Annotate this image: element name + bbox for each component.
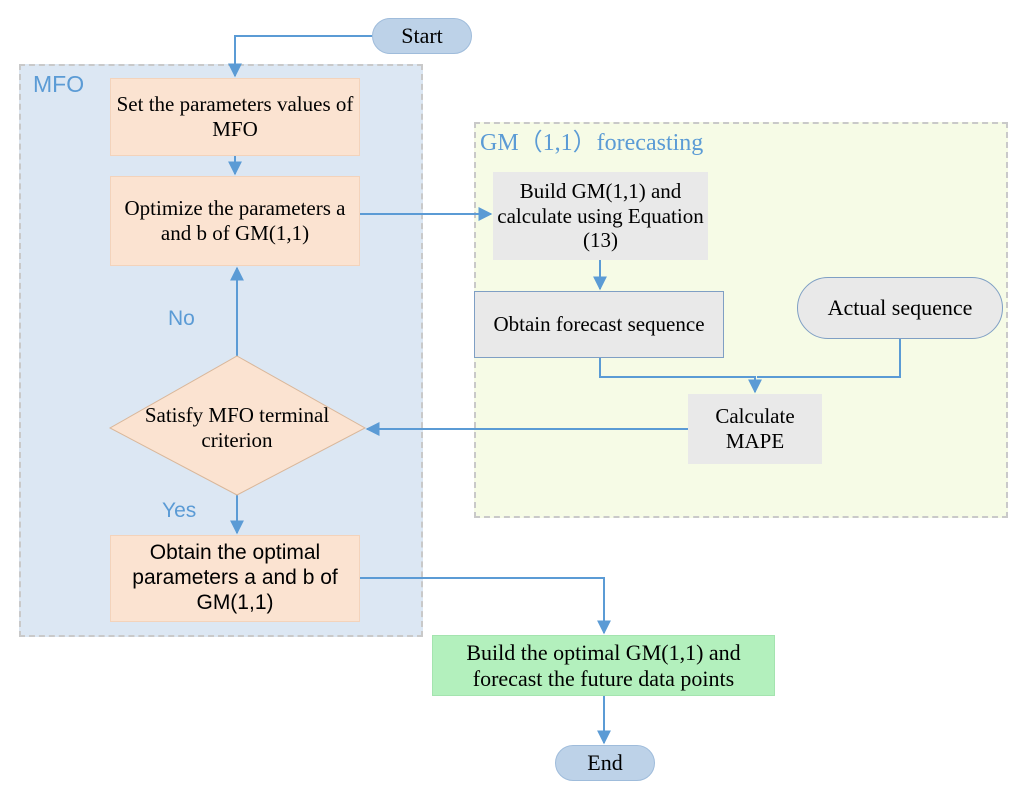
node-obtain-forecast-sequence[interactable]: Obtain forecast sequence [474, 291, 724, 358]
node-calculate-mape[interactable]: Calculate MAPE [688, 394, 822, 464]
node-build-optimal-gm-and-forecast[interactable]: Build the optimal GM(1,1) and forecast t… [432, 635, 775, 696]
node-end[interactable]: End [555, 745, 655, 781]
group-label-gm-forecasting: GM（1,1）forecasting [480, 130, 704, 156]
group-label-mfo: MFO [33, 71, 85, 97]
node-obtain-optimal-parameters[interactable]: Obtain the optimal parameters a and b of… [110, 535, 360, 622]
node-actual-sequence[interactable]: Actual sequence [797, 277, 1003, 339]
edge-label-yes: Yes [162, 499, 197, 522]
edge-label-no: No [168, 307, 195, 330]
node-build-gm-and-calculate[interactable]: Build GM(1,1) and calculate using Equati… [493, 172, 708, 260]
node-decision-satisfy-mfo-terminal-criterion[interactable]: Satisfy MFO terminal criterion [144, 403, 330, 452]
node-optimize-parameters[interactable]: Optimize the parameters a and b of GM(1,… [110, 176, 360, 266]
node-set-parameters-values-of-mfo[interactable]: Set the parameters values of MFO [110, 78, 360, 156]
node-start[interactable]: Start [372, 18, 472, 54]
